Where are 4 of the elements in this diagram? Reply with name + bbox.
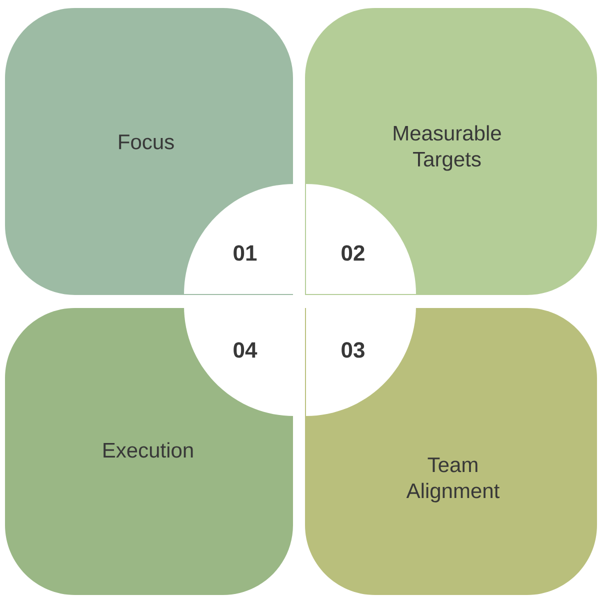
node-label: 01: [234, 245, 257, 261]
node-label: 02: [342, 245, 364, 261]
node-label: 03: [342, 342, 364, 358]
node-label: 04: [234, 342, 258, 358]
